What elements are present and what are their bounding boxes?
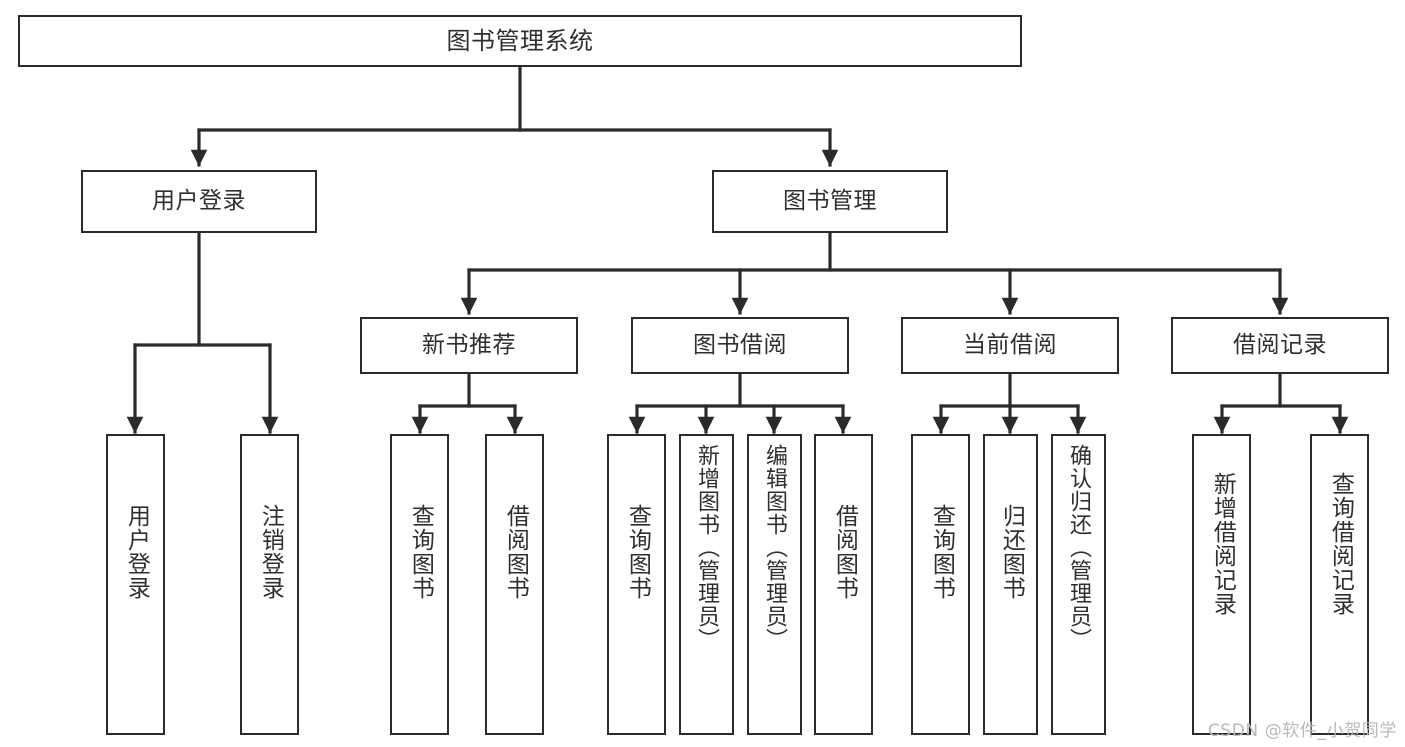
node-book-borrow-label: 图书借阅 — [693, 331, 787, 358]
node-leaf-user-login-label: 用户登录 — [123, 504, 150, 600]
node-leaf-add-book[interactable]: 新增图书（管理员） — [679, 434, 734, 735]
node-leaf-query-record[interactable]: 查询借阅记录 — [1310, 434, 1369, 735]
node-leaf-add-record-label: 新增借阅记录 — [1209, 472, 1236, 616]
node-leaf-query-book-2[interactable]: 查询图书 — [607, 434, 666, 735]
node-leaf-query-book-1-label: 查询图书 — [407, 504, 434, 600]
node-leaf-confirm-return[interactable]: 确认归还（管理员） — [1051, 434, 1106, 735]
node-leaf-query-book-3[interactable]: 查询图书 — [911, 434, 970, 735]
node-book-borrow[interactable]: 图书借阅 — [631, 317, 849, 374]
node-leaf-borrow-book-1[interactable]: 借阅图书 — [485, 434, 544, 735]
node-current-borrow[interactable]: 当前借阅 — [901, 317, 1119, 374]
node-leaf-borrow-book-2-label: 借阅图书 — [831, 504, 858, 600]
node-leaf-user-login[interactable]: 用户登录 — [106, 434, 165, 735]
node-leaf-query-book-1[interactable]: 查询图书 — [390, 434, 449, 735]
node-book-manage-label: 图书管理 — [783, 187, 877, 214]
node-leaf-edit-book-label: 编辑图书（管理员） — [762, 444, 788, 651]
node-user-login-label: 用户登录 — [152, 187, 246, 214]
node-borrow-record[interactable]: 借阅记录 — [1171, 317, 1389, 374]
node-book-manage[interactable]: 图书管理 — [712, 170, 948, 233]
node-leaf-query-book-2-label: 查询图书 — [624, 504, 651, 600]
node-new-book-recommend[interactable]: 新书推荐 — [360, 317, 578, 374]
node-root[interactable]: 图书管理系统 — [18, 15, 1022, 67]
node-leaf-logout-label: 注销登录 — [257, 504, 284, 600]
node-leaf-add-book-label: 新增图书（管理员） — [694, 444, 720, 651]
node-leaf-query-book-3-label: 查询图书 — [928, 504, 955, 600]
node-new-book-recommend-label: 新书推荐 — [422, 331, 516, 358]
node-current-borrow-label: 当前借阅 — [963, 331, 1057, 358]
node-leaf-edit-book[interactable]: 编辑图书（管理员） — [747, 434, 802, 735]
node-leaf-logout[interactable]: 注销登录 — [240, 434, 299, 735]
node-leaf-return-book[interactable]: 归还图书 — [983, 434, 1038, 735]
node-leaf-return-book-label: 归还图书 — [998, 504, 1025, 600]
node-leaf-borrow-book-2[interactable]: 借阅图书 — [814, 434, 873, 735]
node-leaf-borrow-book-1-label: 借阅图书 — [502, 504, 529, 600]
node-leaf-add-record[interactable]: 新增借阅记录 — [1192, 434, 1251, 735]
node-root-label: 图书管理系统 — [446, 26, 594, 55]
node-borrow-record-label: 借阅记录 — [1233, 331, 1327, 358]
node-leaf-query-record-label: 查询借阅记录 — [1327, 472, 1354, 616]
node-user-login[interactable]: 用户登录 — [81, 170, 317, 233]
node-leaf-confirm-return-label: 确认归还（管理员） — [1066, 444, 1092, 651]
